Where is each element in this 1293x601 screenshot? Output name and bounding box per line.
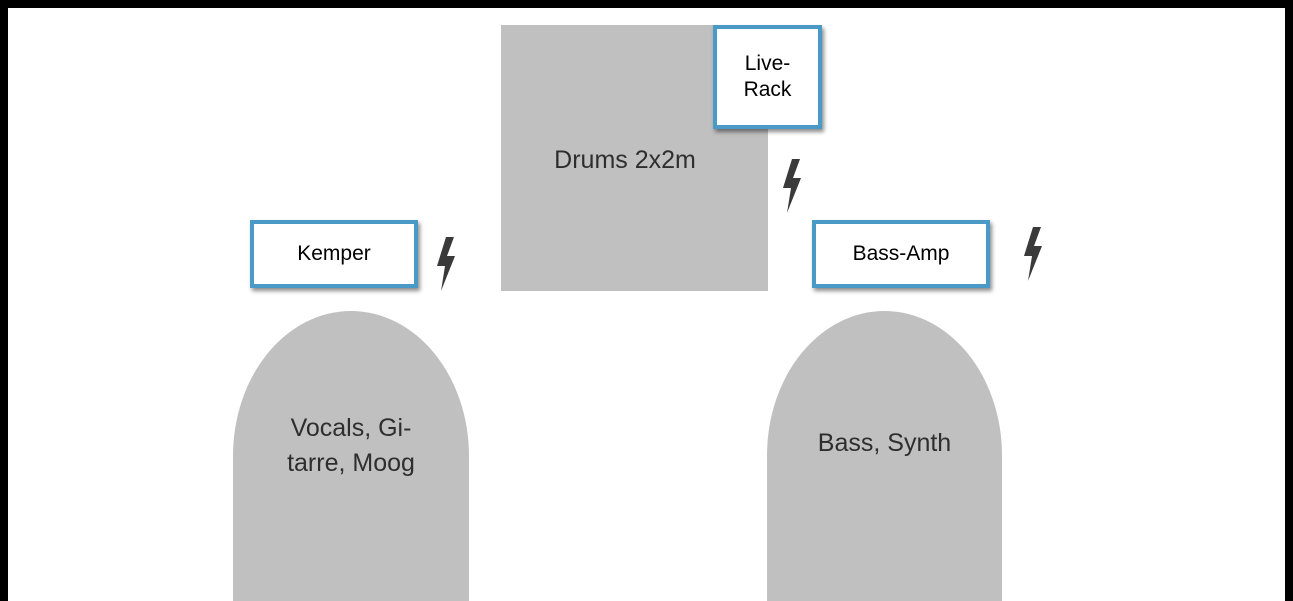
live-rack-label-line2: Rack: [743, 78, 792, 101]
vocals-guitar-moog-label-line2: tarre, Moog: [287, 449, 415, 477]
live-rack-box: Live- Rack: [713, 25, 822, 129]
lightning-bolt-icon: [435, 237, 459, 291]
vocals-guitar-moog-label: Vocals, Gi- tarre, Moog: [261, 411, 441, 481]
vocals-guitar-moog-label-line1: Vocals, Gi-: [290, 414, 412, 442]
live-rack-label-line1: Live-: [744, 52, 791, 75]
bass-synth-label: Bass, Synth: [817, 429, 952, 457]
lightning-bolt-icon: [1022, 227, 1046, 281]
bass-synth-area: Bass, Synth: [767, 311, 1002, 601]
bass-amp-box: Bass-Amp: [812, 220, 990, 288]
bass-amp-label: Bass-Amp: [852, 242, 950, 265]
vocals-guitar-moog-area: Vocals, Gi- tarre, Moog: [233, 311, 469, 601]
kemper-box: Kemper: [250, 220, 418, 288]
kemper-label: Kemper: [297, 242, 371, 265]
lightning-bolt-icon: [781, 159, 805, 213]
live-rack-label: Live- Rack: [744, 51, 792, 103]
drums-label: Drums 2x2m: [554, 146, 696, 174]
